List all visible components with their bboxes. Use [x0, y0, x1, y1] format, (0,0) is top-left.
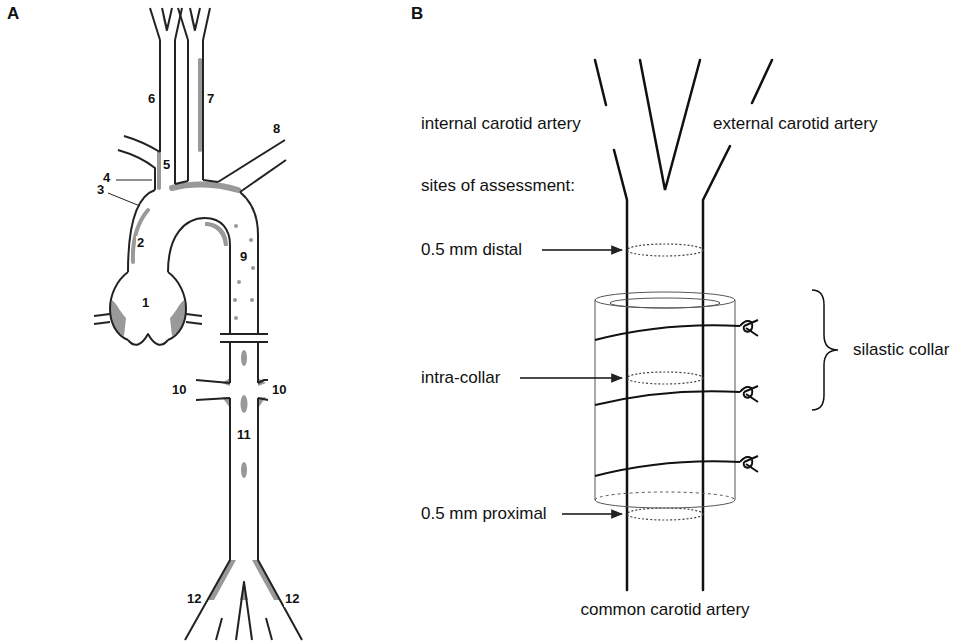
panel-letter: A	[6, 4, 20, 24]
suture	[595, 320, 758, 476]
callout-number: 12	[186, 592, 202, 607]
callout-number: 2	[136, 236, 145, 251]
assessment-site	[627, 244, 703, 520]
callout-number: 9	[239, 250, 248, 265]
plaque-band	[133, 60, 238, 262]
aorta-outline	[94, 8, 302, 640]
callout-number: 12	[284, 592, 300, 607]
callout-number: 4	[102, 171, 111, 186]
artery-label: common carotid artery	[579, 600, 750, 620]
leader-line	[108, 180, 152, 206]
callout-number: 11	[236, 428, 252, 443]
artery-label: external carotid artery	[712, 114, 878, 134]
site-label: intra-collar	[420, 368, 501, 388]
carotid-walls	[595, 60, 772, 590]
callout-number: 5	[162, 158, 171, 173]
callout-number: 6	[147, 92, 156, 107]
callout-number: 7	[206, 92, 215, 107]
bracket	[812, 290, 838, 410]
callout-number: 10	[171, 383, 187, 398]
artery-label: internal carotid artery	[420, 114, 582, 134]
collar-label: silastic collar	[852, 340, 950, 360]
callout-number: 10	[271, 383, 287, 398]
section-heading: sites of assessment:	[420, 176, 576, 196]
plaque	[111, 14, 281, 600]
leader-arrow	[520, 250, 622, 514]
callout-number: 8	[272, 122, 281, 137]
panel-letter: B	[410, 4, 424, 24]
site-label: 0.5 mm proximal	[420, 504, 548, 524]
site-label: 0.5 mm distal	[420, 240, 523, 260]
callout-number: 1	[141, 296, 150, 311]
